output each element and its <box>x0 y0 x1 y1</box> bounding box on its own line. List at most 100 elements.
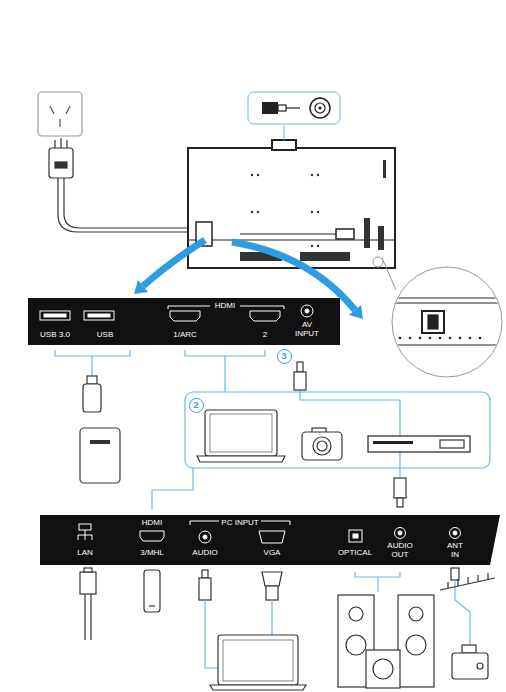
device-group <box>185 392 490 468</box>
speakers <box>406 635 426 655</box>
port-label: 3/MHL <box>140 548 164 557</box>
connector-panel: LANHDMI3/MHLPC INPUTAUDIOVGAOPTICALAUDIO… <box>40 515 500 565</box>
camera-inset <box>286 107 300 108</box>
connector-panel-band <box>40 311 70 320</box>
direction-arrow <box>134 280 148 294</box>
connector-panel-band <box>250 311 280 321</box>
switch-zoom <box>422 311 444 333</box>
tv-back <box>188 140 396 290</box>
wall-outlet <box>59 119 60 127</box>
connector-panel-band <box>170 311 200 321</box>
connector-panel-band <box>84 311 114 320</box>
av-plug <box>397 498 403 507</box>
switch-zoom <box>390 302 505 303</box>
tv-back <box>378 226 384 250</box>
antenna <box>451 568 459 580</box>
tv-back <box>364 218 370 248</box>
device-group <box>210 414 272 452</box>
callout-number: 2 <box>189 398 204 413</box>
camera-inset <box>284 125 285 140</box>
laptop <box>210 635 306 690</box>
connector-panel-band <box>203 535 207 539</box>
tv-back <box>373 257 383 267</box>
switch-zoom <box>399 337 402 340</box>
cable <box>185 350 265 392</box>
tv-back <box>188 148 395 268</box>
antenna <box>477 663 483 669</box>
power-plug <box>64 178 196 228</box>
phone <box>144 570 160 612</box>
lan-cable <box>85 594 91 640</box>
tv-back <box>311 211 313 213</box>
switch-zoom <box>399 337 482 340</box>
antenna <box>462 645 476 653</box>
camera-inset <box>248 92 340 140</box>
camera-inset <box>278 105 286 111</box>
speakers <box>373 659 393 679</box>
connector-panel-band <box>398 531 402 535</box>
speakers <box>338 572 434 688</box>
speakers <box>349 607 363 621</box>
av-plug <box>294 362 406 507</box>
pc-cables <box>271 600 272 635</box>
cable <box>152 350 400 509</box>
connector-panel-band <box>395 528 406 539</box>
pc-cables <box>202 570 208 578</box>
laptop <box>218 635 298 685</box>
connector-panel-band <box>40 305 313 321</box>
callout-number: 3 <box>281 351 286 361</box>
switch-zoom <box>479 337 482 340</box>
antenna <box>452 653 488 679</box>
connector-panel-band <box>453 531 457 535</box>
antenna <box>440 573 495 590</box>
direction-arrow <box>134 240 363 319</box>
usb-devices <box>55 350 130 376</box>
pc-cables <box>205 600 218 668</box>
tv-back <box>188 240 395 241</box>
lan-cable <box>84 568 92 572</box>
connector-panel-band <box>28 298 340 345</box>
direction-arrow <box>143 240 205 286</box>
tv-back <box>257 211 259 213</box>
callout-number: 2 <box>193 400 198 410</box>
tv-back <box>317 211 319 213</box>
lan-cable <box>80 568 96 640</box>
power-plug <box>58 178 196 232</box>
pc-cables <box>266 586 278 600</box>
power-plug <box>66 140 67 148</box>
av-plug <box>297 362 303 372</box>
wall-outlet <box>50 106 54 114</box>
usb-devices <box>90 440 110 444</box>
usb-devices <box>80 428 120 483</box>
connector-panel-band <box>40 515 500 565</box>
device-group <box>185 392 490 468</box>
power-plug <box>49 148 73 178</box>
switch-zoom <box>439 337 442 340</box>
switch-zoom <box>428 315 438 329</box>
port-label: 2 <box>263 330 267 339</box>
tv-back <box>251 211 253 213</box>
tv-back <box>272 140 296 150</box>
device-group <box>302 432 342 460</box>
cable <box>152 468 193 509</box>
power-plug <box>54 140 55 148</box>
speakers <box>366 650 400 688</box>
device-group <box>373 441 413 444</box>
port-label: HDMI <box>215 301 235 310</box>
switch-zoom <box>429 337 432 340</box>
connector-panel-band <box>353 534 358 538</box>
connector-panel-band <box>199 531 211 543</box>
tv-back <box>240 233 336 234</box>
port-label: LAN <box>77 548 93 557</box>
wall-outlet <box>38 92 82 136</box>
callout-number: 3 <box>277 349 292 364</box>
camera-inset <box>315 103 325 113</box>
laptop <box>223 640 293 681</box>
tv-back <box>317 245 319 247</box>
power-plug <box>49 138 196 232</box>
device-group <box>317 441 327 451</box>
power-plug <box>55 162 67 168</box>
